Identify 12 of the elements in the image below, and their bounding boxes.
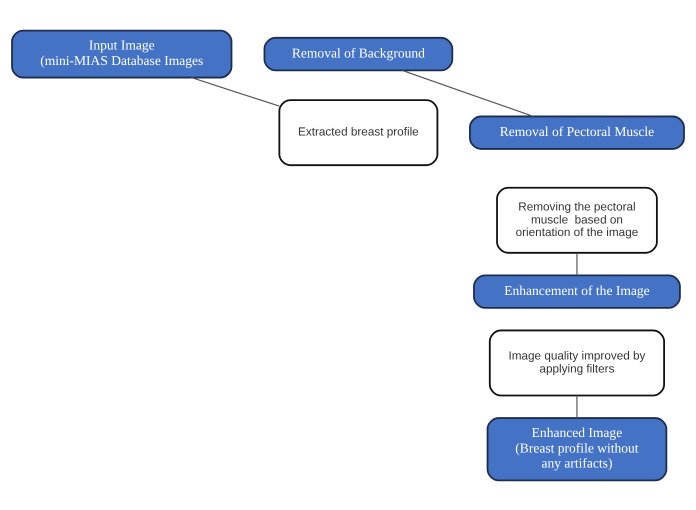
node-box: Input Image (mini-MIAS Database Images [11,29,232,78]
node-box: Removal of Pectoral Muscle [469,115,685,150]
node-box: Extracted breast profile [278,98,438,166]
connector [402,69,534,116]
node-box: Image quality improved by applying filters [488,329,665,396]
connector [576,252,578,275]
node-box: Removal of Background [264,36,454,71]
node-box: Enhanced Image (Breast profile without any artifacts) [486,416,668,481]
connector [191,76,280,106]
connector [576,395,578,418]
node-box: Removing the pectoral muscle based on orientation of the image [496,186,658,254]
node-box: Enhancement of the Image [473,274,681,308]
